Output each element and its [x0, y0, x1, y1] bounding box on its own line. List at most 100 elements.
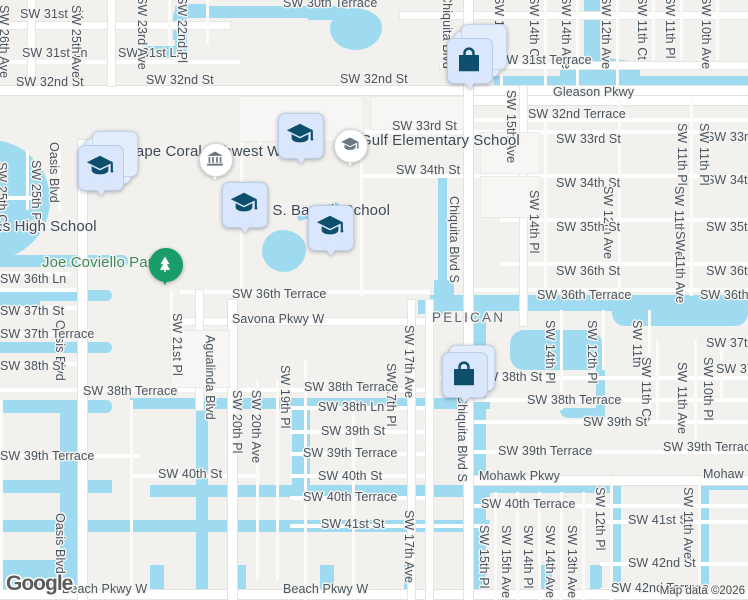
road-sw-11th-ct-s [656, 340, 659, 420]
water-canal [0, 140, 50, 260]
marker-shopping-cluster-north[interactable] [447, 24, 507, 89]
park-marker[interactable] [149, 248, 183, 286]
street-label: SW 14th Pl [521, 525, 535, 589]
road-sw-31st-terrace [440, 62, 748, 69]
water-canal [0, 520, 490, 532]
road-sw-15th-ave-s [516, 492, 519, 600]
road-sw-40th-st-w [130, 474, 260, 478]
water-canal [0, 290, 112, 301]
water-canal [0, 255, 128, 267]
road-sw-25th-pl [58, 150, 61, 210]
street-label: SW 19th Pl [278, 365, 292, 429]
road-sw-36th-terrace-c [180, 290, 430, 294]
water-canal [292, 398, 310, 498]
marker-school-cluster-west[interactable] [78, 131, 138, 196]
water-canal [700, 480, 748, 490]
marker-school-west-2[interactable] [222, 182, 268, 233]
road-sw-40th-st [290, 474, 430, 478]
road-sw-32nd-terrace [440, 118, 748, 122]
street-label: SW 14th Ave [559, 0, 573, 70]
road-sw-40th-terrace-e [470, 504, 748, 508]
civic-building-marker[interactable] [199, 143, 233, 181]
water-canal [418, 300, 452, 314]
water-pond [330, 8, 382, 50]
road-sw-31st-st [0, 22, 230, 29]
google-logo[interactable]: Google [6, 572, 73, 595]
street-label: SW 10th Pl [701, 357, 715, 421]
street-label: SW 25th Ave [69, 5, 83, 79]
road-sw-38th-st [0, 362, 78, 366]
road-sw-26th-ave [28, 0, 35, 86]
street-label: SW 14th Ct [527, 0, 541, 61]
road-sw-38th-st-e [440, 376, 748, 380]
street-label: SW 17th Pl [384, 363, 398, 427]
road-sw-14th-ave-s [560, 492, 563, 600]
pin-body [199, 143, 233, 177]
road-sw-12th-pl-s [610, 476, 613, 600]
road-sw-32nd-st [0, 86, 748, 95]
road-sw-25th-ct [26, 150, 29, 210]
road-campus-w [170, 290, 173, 340]
road-mohawk-pkwy [470, 476, 748, 485]
road-unnamed-sw2 [0, 400, 3, 590]
street-label: SW 11th [630, 320, 644, 368]
road-sw-31st-ln [0, 60, 240, 64]
parcel-block [480, 176, 540, 218]
marker-school-central[interactable] [308, 205, 354, 256]
water-canal [584, 0, 600, 70]
marker-shopping-south[interactable] [442, 345, 495, 403]
road-unnamed [0, 196, 40, 200]
water-canal [596, 352, 605, 418]
road-sw-36th-terrace [470, 288, 748, 292]
street-label: SW 33rd St [556, 132, 621, 146]
water-canal [612, 300, 748, 326]
road-sw-14th-pl-s [560, 310, 563, 410]
water-canal [196, 398, 208, 598]
road-sw-14th-pl-b [538, 492, 541, 600]
water-canal [700, 480, 709, 600]
street-label: SW 35th [706, 220, 748, 234]
water-canal [130, 398, 490, 409]
water-lake [510, 330, 602, 370]
road-campus-east [360, 96, 363, 296]
road-sw-39th-terrace-e [470, 450, 748, 454]
street-label: SW 35th St [556, 220, 621, 234]
road-unnamed-sw [130, 400, 133, 590]
road-sw-15th-pl [494, 492, 497, 600]
road-sw-17th-ave [426, 300, 433, 600]
street-label: SW 37th [706, 336, 748, 350]
street-label: SW 10th Ave [699, 0, 713, 70]
water-canal [0, 175, 36, 187]
road-sw-11th-pl [680, 0, 683, 60]
road-sw-19th-pl [304, 360, 307, 600]
road-sw-39th-st [290, 430, 430, 434]
street-label: SW 11th Pl [663, 0, 677, 59]
marker-school-north[interactable] [278, 113, 324, 164]
pin-body [334, 129, 368, 163]
water-canal [0, 342, 112, 353]
road-unnamed-sw3 [352, 400, 355, 590]
street-label: SW 11th Ct [635, 0, 649, 60]
road-sw-42nd-st [600, 562, 748, 566]
street-label: SW 36th [706, 264, 748, 278]
road-agualinda-blvd [228, 300, 237, 600]
road-sw-11th-ave [690, 96, 693, 296]
water-canal [494, 76, 748, 87]
road-sw-37th-st [0, 306, 78, 310]
street-label: Chiquita Blvd S [447, 196, 461, 283]
road-sw-20th-ave [276, 380, 279, 580]
water-canal [438, 175, 447, 295]
road-sw-36th-st [500, 262, 748, 266]
gulf-elementary-marker[interactable] [334, 129, 368, 167]
road-sw-11th-s [648, 310, 651, 410]
road-sw-11th-ave-b [698, 476, 701, 600]
road-chiquita-blvd-s [464, 0, 473, 600]
road-sw-20th-pl [256, 380, 259, 580]
water-canal [60, 400, 80, 600]
road-sw-25th-ave [108, 0, 115, 86]
water-canal [612, 484, 621, 600]
road-sw-36th-ln [0, 272, 70, 276]
road-sw-40th-terrace [290, 496, 430, 500]
street-label: SW 15th Ave [499, 525, 513, 599]
